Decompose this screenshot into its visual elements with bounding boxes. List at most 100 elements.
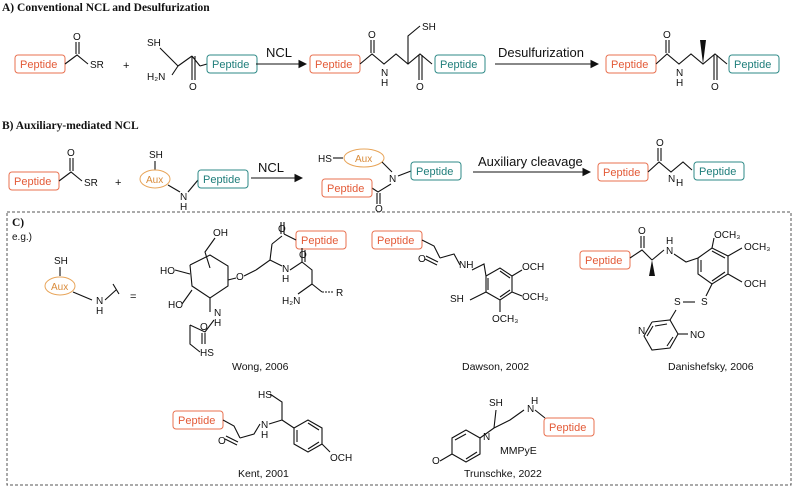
section-a: A) Conventional NCL and Desulfurization … [2, 2, 780, 93]
b-ligated-intermediate: HS Aux N Peptide O Peptide [318, 148, 462, 215]
svg-text:O: O [189, 82, 197, 93]
aux-label: Aux [146, 175, 163, 186]
c-wong: OH HO HO O N H O HS O Peptide N H [160, 222, 347, 373]
peptide-label: Peptide [416, 166, 453, 178]
section-a-title: A) Conventional NCL and Desulfurization [2, 2, 210, 14]
svg-text:NH: NH [459, 260, 473, 271]
svg-text:HS: HS [200, 348, 214, 359]
equals-sign: = [130, 291, 136, 303]
svg-text:OCH₃: OCH₃ [714, 230, 740, 241]
c-danishefsky: Peptide O N H OCH₃ OCH₃ OCH S S N NO [579, 226, 770, 373]
c-trunschke: O N SH N H Peptide MMPyE Trunschke, 2022 [432, 396, 595, 480]
svg-text:O: O [73, 32, 81, 43]
svg-text:N: N [389, 174, 396, 185]
svg-text:SH: SH [147, 38, 161, 49]
svg-text:O: O [375, 204, 383, 215]
svg-text:N: N [261, 420, 268, 431]
caption-kent: Kent, 2001 [238, 468, 289, 480]
section-c-frame [6, 211, 792, 486]
svg-text:OCH₃: OCH₃ [522, 292, 548, 303]
svg-text:SR: SR [84, 178, 98, 189]
svg-text:H: H [676, 78, 683, 89]
svg-text:N: N [666, 246, 673, 257]
peptide-box [197, 169, 249, 189]
svg-text:HO: HO [160, 266, 175, 277]
svg-text:N: N [96, 296, 103, 307]
peptide-label: Peptide [603, 167, 640, 179]
peptide-box [321, 178, 373, 198]
b-native-product: Peptide O N H Peptide [597, 138, 745, 189]
svg-text:O: O [278, 224, 286, 235]
svg-text:O: O [638, 226, 646, 237]
svg-text:O: O [218, 436, 226, 447]
svg-text:O: O [432, 456, 440, 467]
peptide-label: Peptide [203, 174, 240, 186]
section-c: C) e.g.) SH Aux N H = OH HO HO O N [6, 211, 792, 486]
svg-text:SH: SH [489, 398, 503, 409]
svg-text:O: O [200, 322, 208, 333]
caption-mmpye: MMPyE [500, 445, 537, 457]
svg-text:OCH₃: OCH₃ [744, 242, 770, 253]
svg-text:H₂N: H₂N [282, 296, 300, 307]
peptide-label: Peptide [212, 59, 249, 71]
peptide-label: Peptide [14, 176, 51, 188]
svg-text:S: S [674, 297, 681, 308]
aux-label: Aux [355, 154, 372, 165]
a-desulfurized-product: Peptide O N H O Peptide [605, 30, 780, 93]
svg-text:R: R [336, 288, 343, 299]
svg-text:H: H [282, 274, 289, 285]
c-generic-aux: SH Aux N H = [44, 256, 136, 317]
peptide-box [543, 417, 595, 437]
svg-text:O: O [299, 250, 307, 261]
peptide-label: Peptide [549, 422, 586, 434]
svg-text:SH: SH [54, 256, 68, 267]
svg-text:HS: HS [318, 154, 332, 165]
peptide-label: Peptide [377, 235, 414, 247]
svg-text:SH: SH [422, 22, 436, 33]
aux-cleavage-label: Auxiliary cleavage [478, 154, 583, 169]
a-cys-peptide: SH H₂N O Peptide [147, 38, 258, 93]
plus-sign: + [123, 60, 129, 72]
svg-text:OCH: OCH [330, 453, 352, 464]
caption-dawson: Dawson, 2002 [462, 361, 529, 373]
caption-trunschke: Trunschke, 2022 [464, 468, 542, 480]
svg-text:SH: SH [450, 294, 464, 305]
a-ligation-product: Peptide O N H SH O Peptide [309, 22, 486, 93]
peptide-box [410, 161, 462, 181]
peptide-label: Peptide [315, 59, 352, 71]
caption-wong: Wong, 2006 [232, 361, 289, 373]
svg-text:N: N [381, 68, 388, 79]
b-thioester: Peptide O SR [8, 148, 98, 191]
svg-text:O: O [711, 82, 719, 93]
peptide-label: Peptide [327, 183, 364, 195]
c-dawson: Peptide O NH OCH OCH₃ OCH₃ SH Dawson, 20… [371, 230, 548, 373]
peptide-box [434, 54, 486, 74]
aux-label: Aux [51, 282, 68, 293]
aux-ellipse [44, 276, 76, 296]
desulfurization-label: Desulfurization [498, 45, 584, 60]
svg-text:N: N [180, 192, 187, 203]
svg-text:H: H [381, 78, 388, 89]
aux-ellipse [343, 148, 385, 168]
svg-text:O: O [236, 272, 244, 283]
c-kent: Peptide O N H HS OCH Kent, 2001 [172, 390, 352, 480]
svg-text:N: N [638, 326, 645, 337]
aux-ellipse [139, 169, 171, 189]
peptide-label: Peptide [20, 59, 57, 71]
svg-text:N: N [676, 68, 683, 79]
ncl-label: NCL [266, 45, 292, 60]
svg-text:H₂N: H₂N [147, 72, 165, 83]
svg-text:OH: OH [213, 228, 228, 239]
peptide-label: Peptide [611, 59, 648, 71]
peptide-label: Peptide [301, 235, 338, 247]
svg-text:SR: SR [90, 60, 104, 71]
svg-text:H: H [666, 236, 673, 247]
svg-text:N: N [214, 308, 221, 319]
svg-text:NO: NO [690, 330, 705, 341]
peptide-box [579, 250, 631, 270]
peptide-label: Peptide [734, 59, 771, 71]
svg-text:N: N [282, 264, 289, 275]
peptide-label: Peptide [585, 255, 622, 267]
svg-text:OCH: OCH [744, 279, 766, 290]
svg-text:O: O [416, 82, 424, 93]
